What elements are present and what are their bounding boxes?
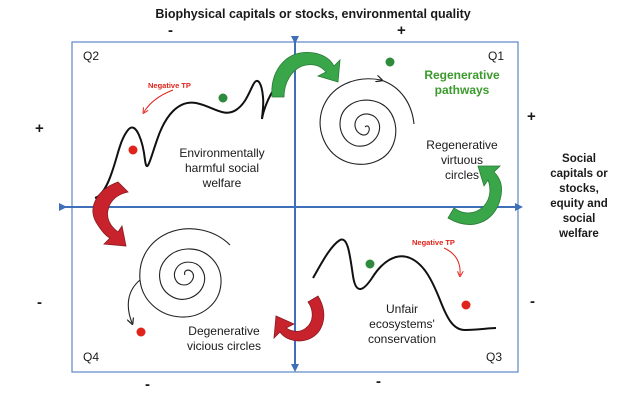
green-arrow-right [447, 165, 502, 225]
red-dot-q3 [461, 300, 471, 310]
negative-tp-label-q3: Negative TP [412, 238, 455, 247]
regenerative-circles-label: Regenerative virtuous circles [426, 138, 498, 182]
quadrant-label-q2: Q2 [83, 49, 100, 63]
left-plus-sign: + [35, 120, 44, 137]
green-arrow-top [271, 51, 341, 98]
trajectory-q2 [94, 79, 276, 199]
red-arrow-bottom [273, 295, 325, 342]
green-dot-q3 [365, 259, 375, 269]
regenerative-spiral [319, 78, 397, 165]
quadrant-label-q4: Q4 [83, 350, 100, 364]
horizontal-axis-title: Social capitals or stocks, equity and so… [550, 153, 608, 240]
top-minus-sign: - [168, 22, 173, 39]
vertical-axis-title: Biophysical capitals or stocks, environm… [155, 7, 471, 21]
regenerative-pathways-label: Regenerative pathways [424, 68, 500, 97]
green-dot-q1 [385, 57, 395, 67]
trajectory-q3 [312, 238, 497, 332]
bottom-mid-minus-sign: - [376, 373, 381, 390]
quadrant-label-q1: Q1 [488, 49, 505, 63]
spiral-exit-q4 [128, 279, 141, 323]
degenerative-circles-label: Degenerative vicious circles [186, 324, 261, 353]
left-minus-sign: - [37, 294, 42, 311]
red-dot-q4 [136, 327, 146, 337]
red-arrow-left [92, 181, 129, 247]
environmentally-harmful-label: Environmentally harmful social welfare [179, 146, 265, 190]
quadrant-label-q3: Q3 [486, 350, 503, 364]
bottom-left-minus-sign: - [145, 376, 150, 393]
unfair-conservation-label: Unfair ecosystems' conservation [367, 302, 437, 346]
degenerative-spiral [139, 228, 231, 318]
right-minus-sign: - [530, 293, 535, 310]
red-dot-q2 [128, 145, 138, 155]
right-plus-sign: + [527, 108, 536, 125]
negative-tp-arrow-q3 [443, 247, 460, 275]
top-plus-sign: + [397, 22, 406, 39]
green-dot-q2 [218, 93, 228, 103]
spiral-exit-q1 [381, 80, 415, 125]
negative-tp-label-q2: Negative TP [148, 81, 191, 90]
negative-tp-arrow-q2 [144, 89, 174, 112]
